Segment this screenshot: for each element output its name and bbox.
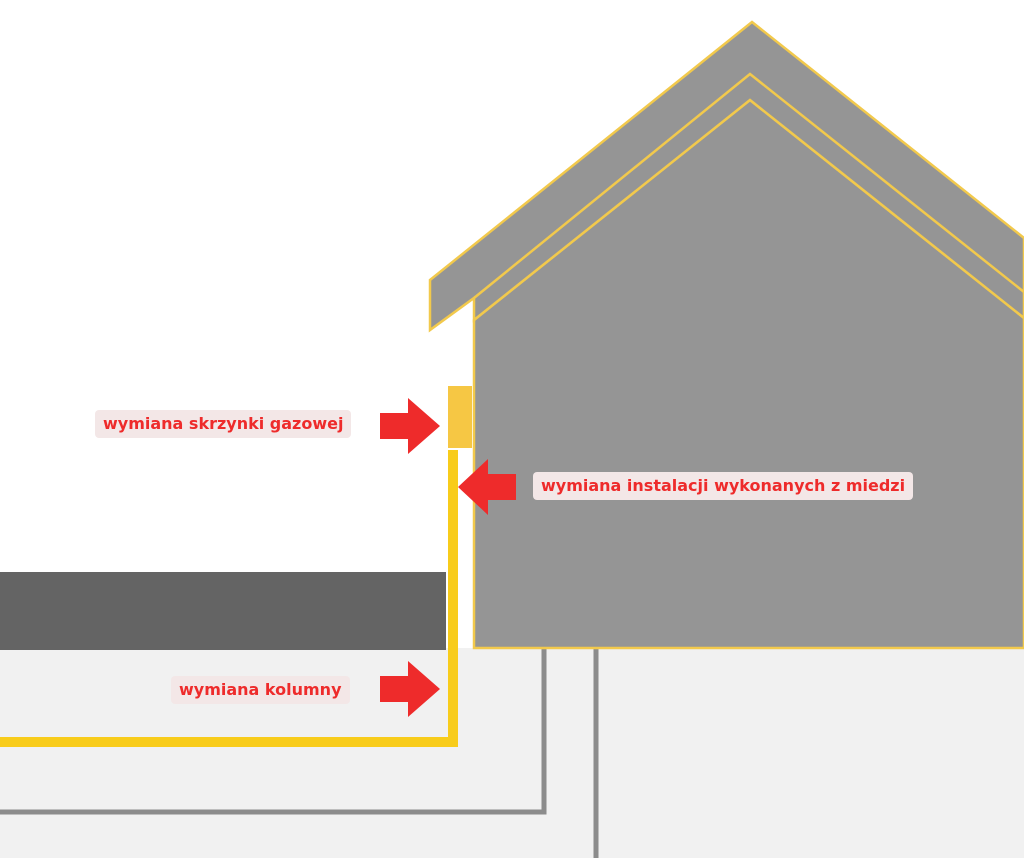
ground-area xyxy=(0,648,1024,858)
arrow-gas-box xyxy=(380,398,440,454)
underground-line-outer xyxy=(0,648,547,815)
road-band xyxy=(0,572,446,650)
house-roof xyxy=(428,20,1024,333)
label-gas-box: wymiana skrzynki gazowej xyxy=(95,410,352,438)
arrow-copper-installation xyxy=(458,459,516,515)
gas-pipe xyxy=(0,450,458,747)
arrow-column xyxy=(380,661,440,717)
roof-inner-line xyxy=(473,72,1024,299)
label-column: wymiana kolumny xyxy=(171,676,350,704)
gas-box xyxy=(448,386,472,448)
label-copper-installation: wymiana instalacji wykonanych z miedzi xyxy=(533,472,914,500)
